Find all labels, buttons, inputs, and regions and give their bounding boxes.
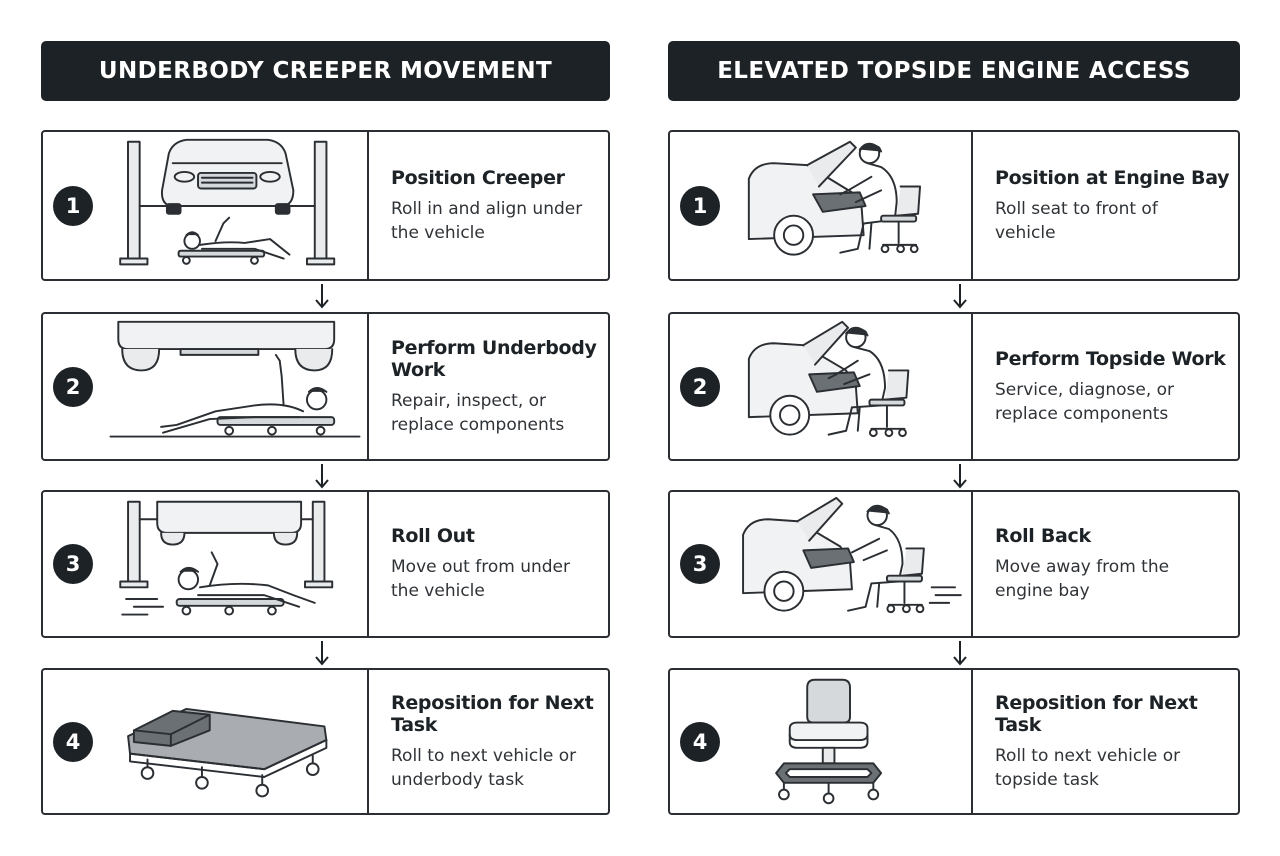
- topside-column: ELEVATED TOPSIDE ENGINE ACCESS 1: [668, 41, 1240, 815]
- step-title: Reposition for Next Task: [995, 691, 1198, 736]
- mechanic-under-car-icon: [105, 316, 365, 457]
- underbody-step-3: 3 Roll Out: [41, 490, 610, 638]
- mechanic-rolling-back-icon: [732, 494, 968, 634]
- mechanic-at-engine-bay-icon: [732, 134, 968, 277]
- step-number-badge: 1: [680, 185, 720, 226]
- step-number-badge: 1: [53, 185, 93, 226]
- topside-step-2: 2 Perform Topsid: [668, 312, 1240, 461]
- arrow-down-icon: [315, 464, 329, 489]
- arrow-down-icon: [953, 464, 967, 489]
- car-lift-creeper-icon: [105, 134, 365, 277]
- step-description: Service, diagnose, or replace components: [995, 379, 1175, 424]
- underbody-header: UNDERBODY CREEPER MOVEMENT: [41, 41, 610, 101]
- arrow-down-icon: [953, 284, 967, 309]
- step-title: Reposition for Next Task: [391, 691, 594, 736]
- step-title: Position at Engine Bay: [995, 166, 1230, 189]
- topside-step-1: 1 Position at En: [668, 130, 1240, 281]
- step-description: Repair, inspect, or replace components: [391, 390, 565, 435]
- step-description: Roll in and align under the vehicle: [391, 198, 583, 243]
- step-title: Position Creeper: [391, 166, 565, 189]
- arrow-down-icon: [315, 284, 329, 309]
- step-title: Perform Underbody Work: [391, 336, 597, 381]
- empty-seat-icon: [732, 672, 968, 811]
- arrow-down-icon: [315, 641, 329, 666]
- step-description: Move out from under the vehicle: [391, 557, 570, 601]
- arrow-down-icon: [953, 641, 967, 666]
- topside-step-4: 4 Reposition for Next Task Roll to next …: [668, 668, 1240, 815]
- empty-creeper-icon: [105, 672, 365, 811]
- step-number-badge: 2: [680, 366, 720, 407]
- step-number-badge: 4: [680, 721, 720, 762]
- step-number-badge: 3: [53, 544, 93, 584]
- mechanic-topside-work-icon: [732, 316, 968, 457]
- mechanic-rolling-out-icon: [105, 494, 365, 634]
- step-title: Roll Back: [995, 525, 1091, 547]
- underbody-step-4: 4 Reposition for Next Task Roll to next …: [41, 668, 610, 815]
- step-description: Move away from the engine bay: [995, 557, 1170, 601]
- step-number-badge: 4: [53, 721, 93, 762]
- topside-step-3: 3 Roll: [668, 490, 1240, 638]
- step-number-badge: 2: [53, 366, 93, 407]
- underbody-column: UNDERBODY CREEPER MOVEMENT 1: [41, 41, 610, 815]
- step-number-badge: 3: [680, 544, 720, 584]
- underbody-step-1: 1: [41, 130, 610, 281]
- topside-header: ELEVATED TOPSIDE ENGINE ACCESS: [668, 41, 1240, 101]
- step-description: Roll to next vehicle or topside task: [995, 745, 1181, 790]
- step-description: Roll to next vehicle or underbody task: [391, 745, 577, 790]
- step-description: Roll seat to front of vehicle: [995, 198, 1158, 243]
- underbody-step-2: 2 Perform Underbody Work Repair, insp: [41, 312, 610, 461]
- step-title: Perform Topside Work: [995, 347, 1226, 370]
- step-title: Roll Out: [391, 525, 475, 547]
